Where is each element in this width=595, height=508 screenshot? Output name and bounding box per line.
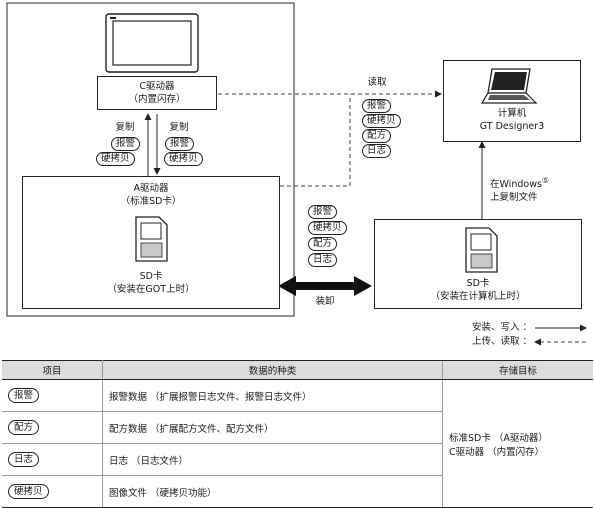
table-row: 报警 报警数据 （扩展报警日志文件、报警日志文件） 标准SD卡 （A驱动器） C… [2,379,593,508]
sd-card-pc-icon [465,227,498,273]
windows-copy-text: 在Windows⑤ 上复制文件 [490,174,549,204]
read-log: 日志 [362,144,392,158]
read-alarm: 报警 [362,99,392,113]
c-drive-box: C驱动器 （内置闪存） [97,76,217,110]
a-drive-title: A驱动器 [133,183,169,194]
legend-dashed: 上传、读取 ： [471,336,532,347]
table-header-target: 存储目标 [442,360,593,380]
sd-card-icon [135,216,168,262]
sd-pc-box: SD卡 （安装在计算机上时） [374,219,582,309]
c-drive-title: C驱动器 [139,81,175,92]
table-cell-kind: 报警数据 （扩展报警日志文件、报警日志文件） [102,379,443,412]
target-line2: C驱动器 （内置闪存） [449,446,545,458]
sd-pc-sub: （安装在计算机上时） [430,291,526,302]
middle-recipe: 配方 [308,237,338,251]
item-pill: 硬拷贝 [8,484,49,499]
got-monitor-icon [104,12,200,74]
copy-left-hardcopy: 硬拷贝 [96,152,135,166]
sd-got-title: SD卡 [139,271,163,282]
target-line1: 标准SD卡 （A驱动器） [449,432,548,444]
item-pill: 报警 [8,388,40,403]
table-header-row: 项目 数据的种类 存储目标 [2,360,593,380]
copy-left-alarm: 报警 [111,137,141,151]
table-cell-kind: 配方数据 （扩展配方文件、配方文件） [102,411,443,444]
pc-title: 计算机 [497,108,527,119]
mount-label: 装卸 [315,296,335,307]
item-pill: 配方 [8,420,40,435]
read-hardcopy: 硬拷贝 [362,114,401,128]
table-cell-item: 配方 [2,411,103,444]
table-cell-target: 标准SD卡 （A驱动器） C驱动器 （内置闪存） [442,379,593,508]
copy-right-label: 复制 [169,122,189,133]
c-drive-sub: （内置闪存） [128,94,186,105]
table-cell-item: 日志 [2,443,103,476]
laptop-icon [480,68,538,104]
item-pill: 日志 [8,452,40,467]
table-row: 日志 日志 （日志文件） [2,443,593,476]
a-drive-sub: （标准SD卡） [120,196,182,207]
copy-left-label: 复制 [115,122,135,133]
table-cell-kind: 图像文件 （硬拷贝功能） [102,475,443,508]
windows-copy-line2: 上复制文件 [490,192,538,204]
table-cell-item: 硬拷贝 [2,475,103,508]
read-label: 读取 [367,77,387,88]
table-cell-item: 报警 [2,379,103,412]
windows-copy-line1: 在Windows [490,179,542,191]
table-cell-kind: 日志 （日志文件） [102,443,443,476]
table-header-item: 项目 [2,360,103,380]
middle-alarm: 报警 [308,205,338,219]
sd-got-sub: （安装在GOT上时） [107,284,195,295]
copy-right-hardcopy: 硬拷贝 [164,152,203,166]
copy-right-alarm: 报警 [165,137,195,151]
data-table: 项目 数据的种类 存储目标 报警 报警数据 （扩展报警日志文件、报警日志文件） … [2,360,593,508]
middle-hardcopy: 硬拷贝 [308,221,347,235]
sd-pc-title: SD卡 [466,278,490,289]
windows-copy-marker: ⑤ [541,176,550,185]
table-header-kind: 数据的种类 [102,360,443,380]
middle-log: 日志 [308,253,338,267]
diagram-lines [6,2,587,346]
a-drive-box: A驱动器 （标准SD卡） SD卡 （安装在GOT上时） [22,176,280,309]
pc-sub: GT Designer3 [479,121,545,132]
read-recipe: 配方 [362,129,392,143]
pc-box: 计算机 GT Designer3 [443,60,581,142]
legend-solid: 安装、写入 ： [471,322,532,333]
table-row: 配方 配方数据 （扩展配方文件、配方文件） [2,411,593,444]
